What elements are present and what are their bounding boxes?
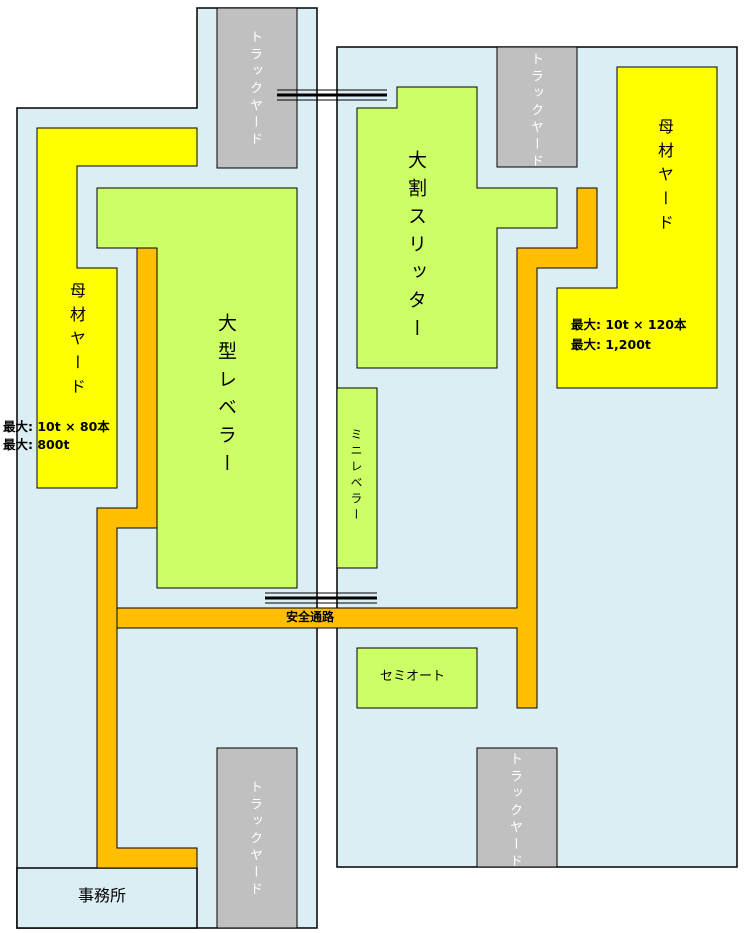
track-yard-bottom-left xyxy=(216,747,298,929)
office-area xyxy=(16,867,198,929)
large-leveler-area xyxy=(96,187,298,589)
mini-leveler-label: ミニレベラー xyxy=(349,428,363,524)
safety-path-label: 安全通路 xyxy=(286,610,335,624)
track-yard-top-right-label: トラックヤード xyxy=(528,52,543,171)
office-label: 事務所 xyxy=(78,886,127,905)
track-yard-top-right xyxy=(496,46,578,168)
connector-rail-middle xyxy=(265,592,377,604)
track-yard-top-left xyxy=(216,7,298,169)
track-yard-bottom-right-label: トラックヤード xyxy=(507,752,522,871)
right-capacity-line2: 最大: 1,200t xyxy=(571,337,651,352)
material-yard-left xyxy=(36,127,198,489)
left-capacity-line2: 最大: 800t xyxy=(3,437,70,452)
left-capacity-line1: 最大: 10t × 80本 xyxy=(3,419,110,434)
semi-auto-area xyxy=(356,647,478,709)
track-yard-top-left-label: トラックヤード xyxy=(247,30,262,149)
semi-auto-label: セミオート xyxy=(380,669,446,684)
track-yard-bottom-right xyxy=(476,747,558,868)
large-leveler-label: 大型レベラー xyxy=(215,313,237,481)
material-yard-right-label: 母材ヤード xyxy=(655,118,674,238)
safety-path-corridor xyxy=(116,187,598,709)
connector-rail-top xyxy=(277,89,387,101)
right-capacity-line1: 最大: 10t × 120本 xyxy=(571,317,687,332)
material-yard-left-label: 母材ヤード xyxy=(67,282,86,402)
track-yard-bottom-left-label: トラックヤード xyxy=(247,780,262,899)
material-yard-right xyxy=(556,66,718,389)
large-slitter-label: 大割スリッター xyxy=(405,150,427,346)
large-slitter-area xyxy=(356,86,558,369)
mini-leveler-area xyxy=(336,387,378,569)
